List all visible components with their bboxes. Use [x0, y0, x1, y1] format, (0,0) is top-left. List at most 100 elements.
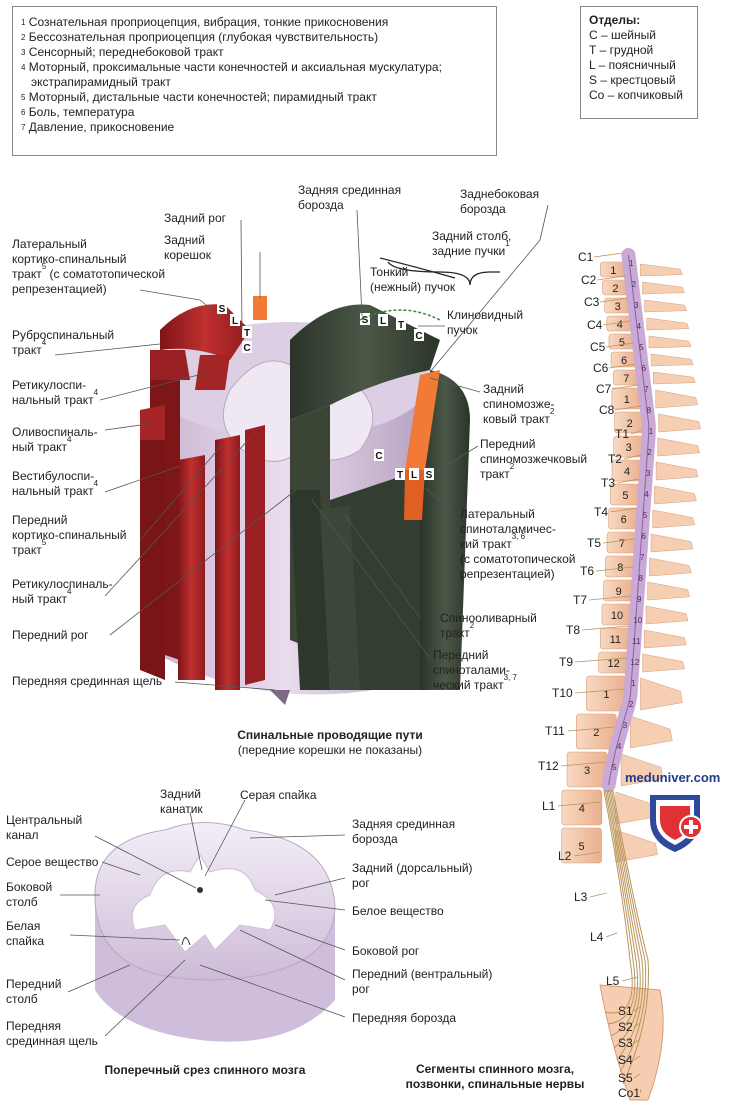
section-item: Co – копчиковый	[589, 88, 683, 102]
vertebra-number: 3	[626, 442, 632, 454]
spinal-nerve-label: T4	[594, 505, 609, 519]
label-olivospinal: Оливоспиналь-ный тракт4	[12, 425, 98, 454]
tract-letter: T	[397, 470, 403, 481]
cord-segment-number: 3	[634, 301, 639, 310]
cord-segment-number: 2	[629, 700, 634, 709]
spinous-process	[647, 581, 690, 601]
lateral-corticospinal-tract	[160, 304, 250, 360]
spinal-nerve-label: T11	[545, 724, 565, 738]
spinous-process	[650, 353, 694, 367]
spinous-process	[657, 437, 701, 457]
spinous-process	[640, 677, 683, 711]
vertebra-number: 4	[617, 319, 623, 331]
cord-segment-number: 2	[647, 448, 652, 457]
cord-segment-number: 3	[623, 721, 628, 730]
vertebra-number: 7	[623, 373, 629, 385]
spinal-nerve-label: T3	[601, 476, 616, 490]
section-item: L – поясничный	[589, 58, 676, 72]
label-lateral-horn: Боковой рог	[352, 944, 420, 958]
anterior-corticospinal-tract	[215, 435, 240, 690]
vertebra-number: 2	[627, 418, 633, 430]
label-anterior-horn: Передний рог	[12, 628, 89, 642]
vertebra-number: 12	[607, 658, 619, 670]
legend-item: 2 Бессознательная проприоцепция (глубока…	[21, 30, 379, 44]
tract-letter: S	[219, 304, 226, 315]
top-caption: Спинальные проводящие пути(передние коре…	[237, 728, 423, 757]
spinal-nerve-label: S3	[618, 1036, 633, 1050]
spinal-nerve-label: T1	[615, 427, 630, 441]
cord-segment-number: 7	[640, 553, 645, 562]
cord-segment-number: 11	[632, 637, 641, 646]
spinal-nerve-label: Co1	[618, 1086, 641, 1100]
cord-segment-number: 4	[637, 322, 642, 331]
spinal-nerve-label: L1	[542, 799, 556, 813]
spinous-process	[615, 829, 658, 863]
spinal-nerve-label: S2	[618, 1020, 633, 1034]
watermark-text: meduniver.com	[625, 770, 721, 785]
spinous-process	[653, 371, 696, 385]
vertebra-number: 5	[619, 337, 625, 349]
cord-segment-number: 8	[638, 574, 643, 583]
vertebra-number: 4	[579, 803, 585, 815]
spinal-nerve-label: C3	[584, 295, 600, 309]
spinous-process	[640, 263, 683, 277]
spinal-nerve-label: T8	[566, 623, 581, 637]
label-gracile-fasciculus: Тонкий(нежный) пучок	[370, 265, 456, 294]
sections-box: Отделы: С – шейный Т – грудной L – поясн…	[580, 6, 698, 119]
label-dorsal-horn: Задний (дорсальный)рог	[352, 861, 473, 890]
legend-item: 7 Давление, прикосновение	[21, 120, 175, 134]
cord-segment-number: 9	[637, 595, 642, 604]
tract-letter: T	[398, 320, 404, 331]
spinous-process	[642, 281, 685, 295]
spinous-process	[650, 533, 694, 553]
tract-letter: L	[411, 470, 417, 481]
section-item: S – крестцовый	[589, 73, 676, 87]
cord-segment-number: 3	[646, 469, 651, 478]
cord-segment-number: 5	[612, 763, 617, 772]
spinal-nerve-label: C2	[581, 273, 597, 287]
spinal-nerve-label: T10	[552, 686, 573, 700]
cross-section-gray-matter	[131, 854, 276, 953]
label-anterior-sulcus: Передняя борозда	[352, 1011, 457, 1025]
label-reticulospinal-1: Ретикулоспи-нальный тракт4	[12, 378, 99, 407]
vertebra-number: 2	[593, 727, 599, 739]
spinal-nerve-label: C4	[587, 318, 603, 332]
spinal-nerve-label: C7	[596, 382, 612, 396]
tract-letter: L	[232, 316, 238, 327]
cord-segment-number: 2	[632, 280, 637, 289]
label-gray-commissure: Серая спайка	[240, 788, 317, 802]
spinous-process	[645, 605, 689, 625]
legend-item: 3 Сенсорный; переднебоковой тракт	[21, 45, 224, 59]
spinous-process	[630, 715, 673, 749]
tract-letter: C	[243, 343, 250, 354]
spinous-process	[642, 653, 685, 673]
vertebra-number: 11	[610, 634, 621, 646]
spine-caption: Сегменты спинного мозга,позвонки, спинал…	[405, 1062, 585, 1091]
reticulospinal-tract-2	[245, 425, 265, 685]
label-white-matter: Белое вещество	[352, 904, 444, 918]
vertebra-number: 10	[611, 610, 623, 622]
posterior-column-tract	[290, 304, 440, 420]
spinous-process	[652, 509, 696, 529]
spinal-nerve-label: T2	[608, 452, 623, 466]
vertebra-number: 9	[616, 586, 622, 598]
cord-segment-number: 6	[641, 532, 646, 541]
vertebral-column: 1234567123456789101112123451234567812345…	[557, 248, 702, 1101]
vertebra-number: 5	[578, 841, 584, 853]
cord-segment-number: 1	[629, 259, 634, 268]
spinal-nerve-label: C8	[599, 403, 615, 417]
legend-box: 1 Сознательная проприоцепция, вибрация, …	[12, 6, 497, 156]
vertebra	[561, 827, 602, 864]
tract-letter: C	[375, 451, 382, 462]
